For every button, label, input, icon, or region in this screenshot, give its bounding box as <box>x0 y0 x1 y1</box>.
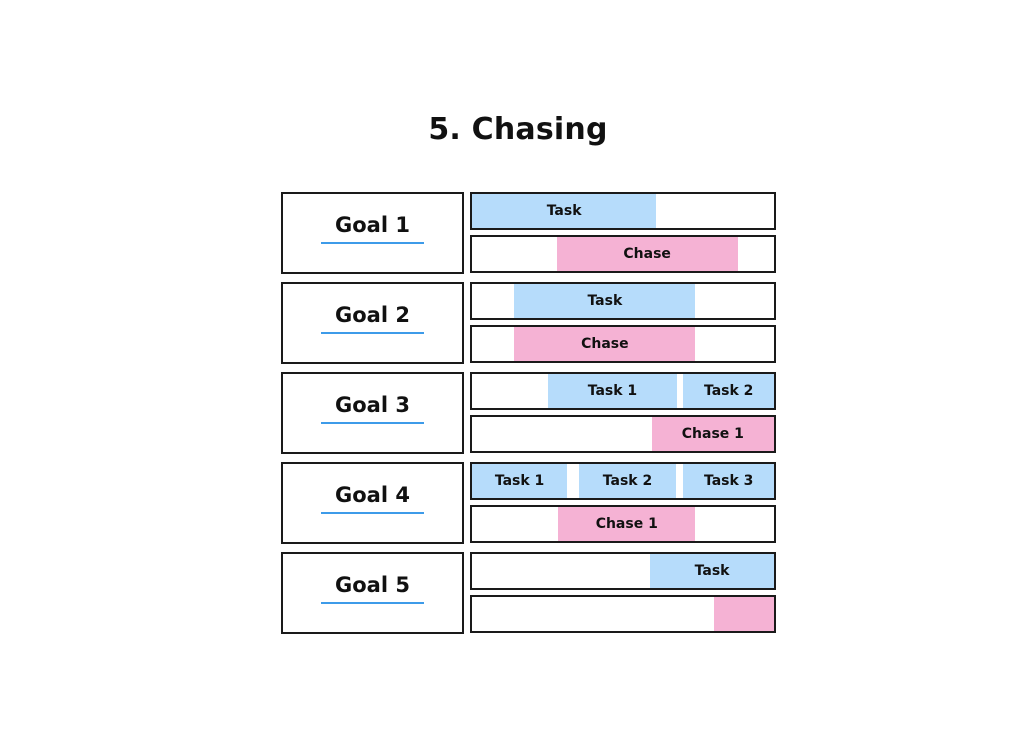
task-segment: Task 2 <box>683 374 774 408</box>
task-segment: Task 1 <box>472 464 568 498</box>
chase-segment <box>713 597 774 631</box>
task-segment: Task <box>514 284 696 318</box>
chase-segment: Chase 1 <box>651 417 774 451</box>
chase-track <box>470 595 776 633</box>
goal-label: Goal 2 <box>335 303 410 327</box>
chase-track: Chase <box>470 235 776 273</box>
task-segment: Task 3 <box>683 464 774 498</box>
goal-box: Goal 1 <box>281 192 464 274</box>
chase-segment: Chase <box>556 237 738 271</box>
goal-underline <box>321 242 424 244</box>
goal-label: Goal 3 <box>335 393 410 417</box>
task-track: Task <box>470 282 776 320</box>
task-segment: Task <box>472 194 657 228</box>
goal-box: Goal 5 <box>281 552 464 634</box>
task-track: Task <box>470 552 776 590</box>
goal-box: Goal 4 <box>281 462 464 544</box>
goal-label: Goal 5 <box>335 573 410 597</box>
goal-underline <box>321 422 424 424</box>
goal-underline <box>321 332 424 334</box>
task-segment: Task 2 <box>579 464 676 498</box>
goal-box: Goal 2 <box>281 282 464 364</box>
chase-track: Chase <box>470 325 776 363</box>
chase-track: Chase 1 <box>470 505 776 543</box>
task-segment: Task <box>650 554 774 588</box>
goal-label: Goal 4 <box>335 483 410 507</box>
goal-label: Goal 1 <box>335 213 410 237</box>
chase-segment: Chase 1 <box>558 507 696 541</box>
goal-box: Goal 3 <box>281 372 464 454</box>
goal-underline <box>321 512 424 514</box>
page-title: 5. Chasing <box>428 112 608 147</box>
task-segment: Task 1 <box>547 374 678 408</box>
task-track: Task <box>470 192 776 230</box>
chase-segment: Chase <box>514 327 696 361</box>
chase-track: Chase 1 <box>470 415 776 453</box>
goal-underline <box>321 602 424 604</box>
